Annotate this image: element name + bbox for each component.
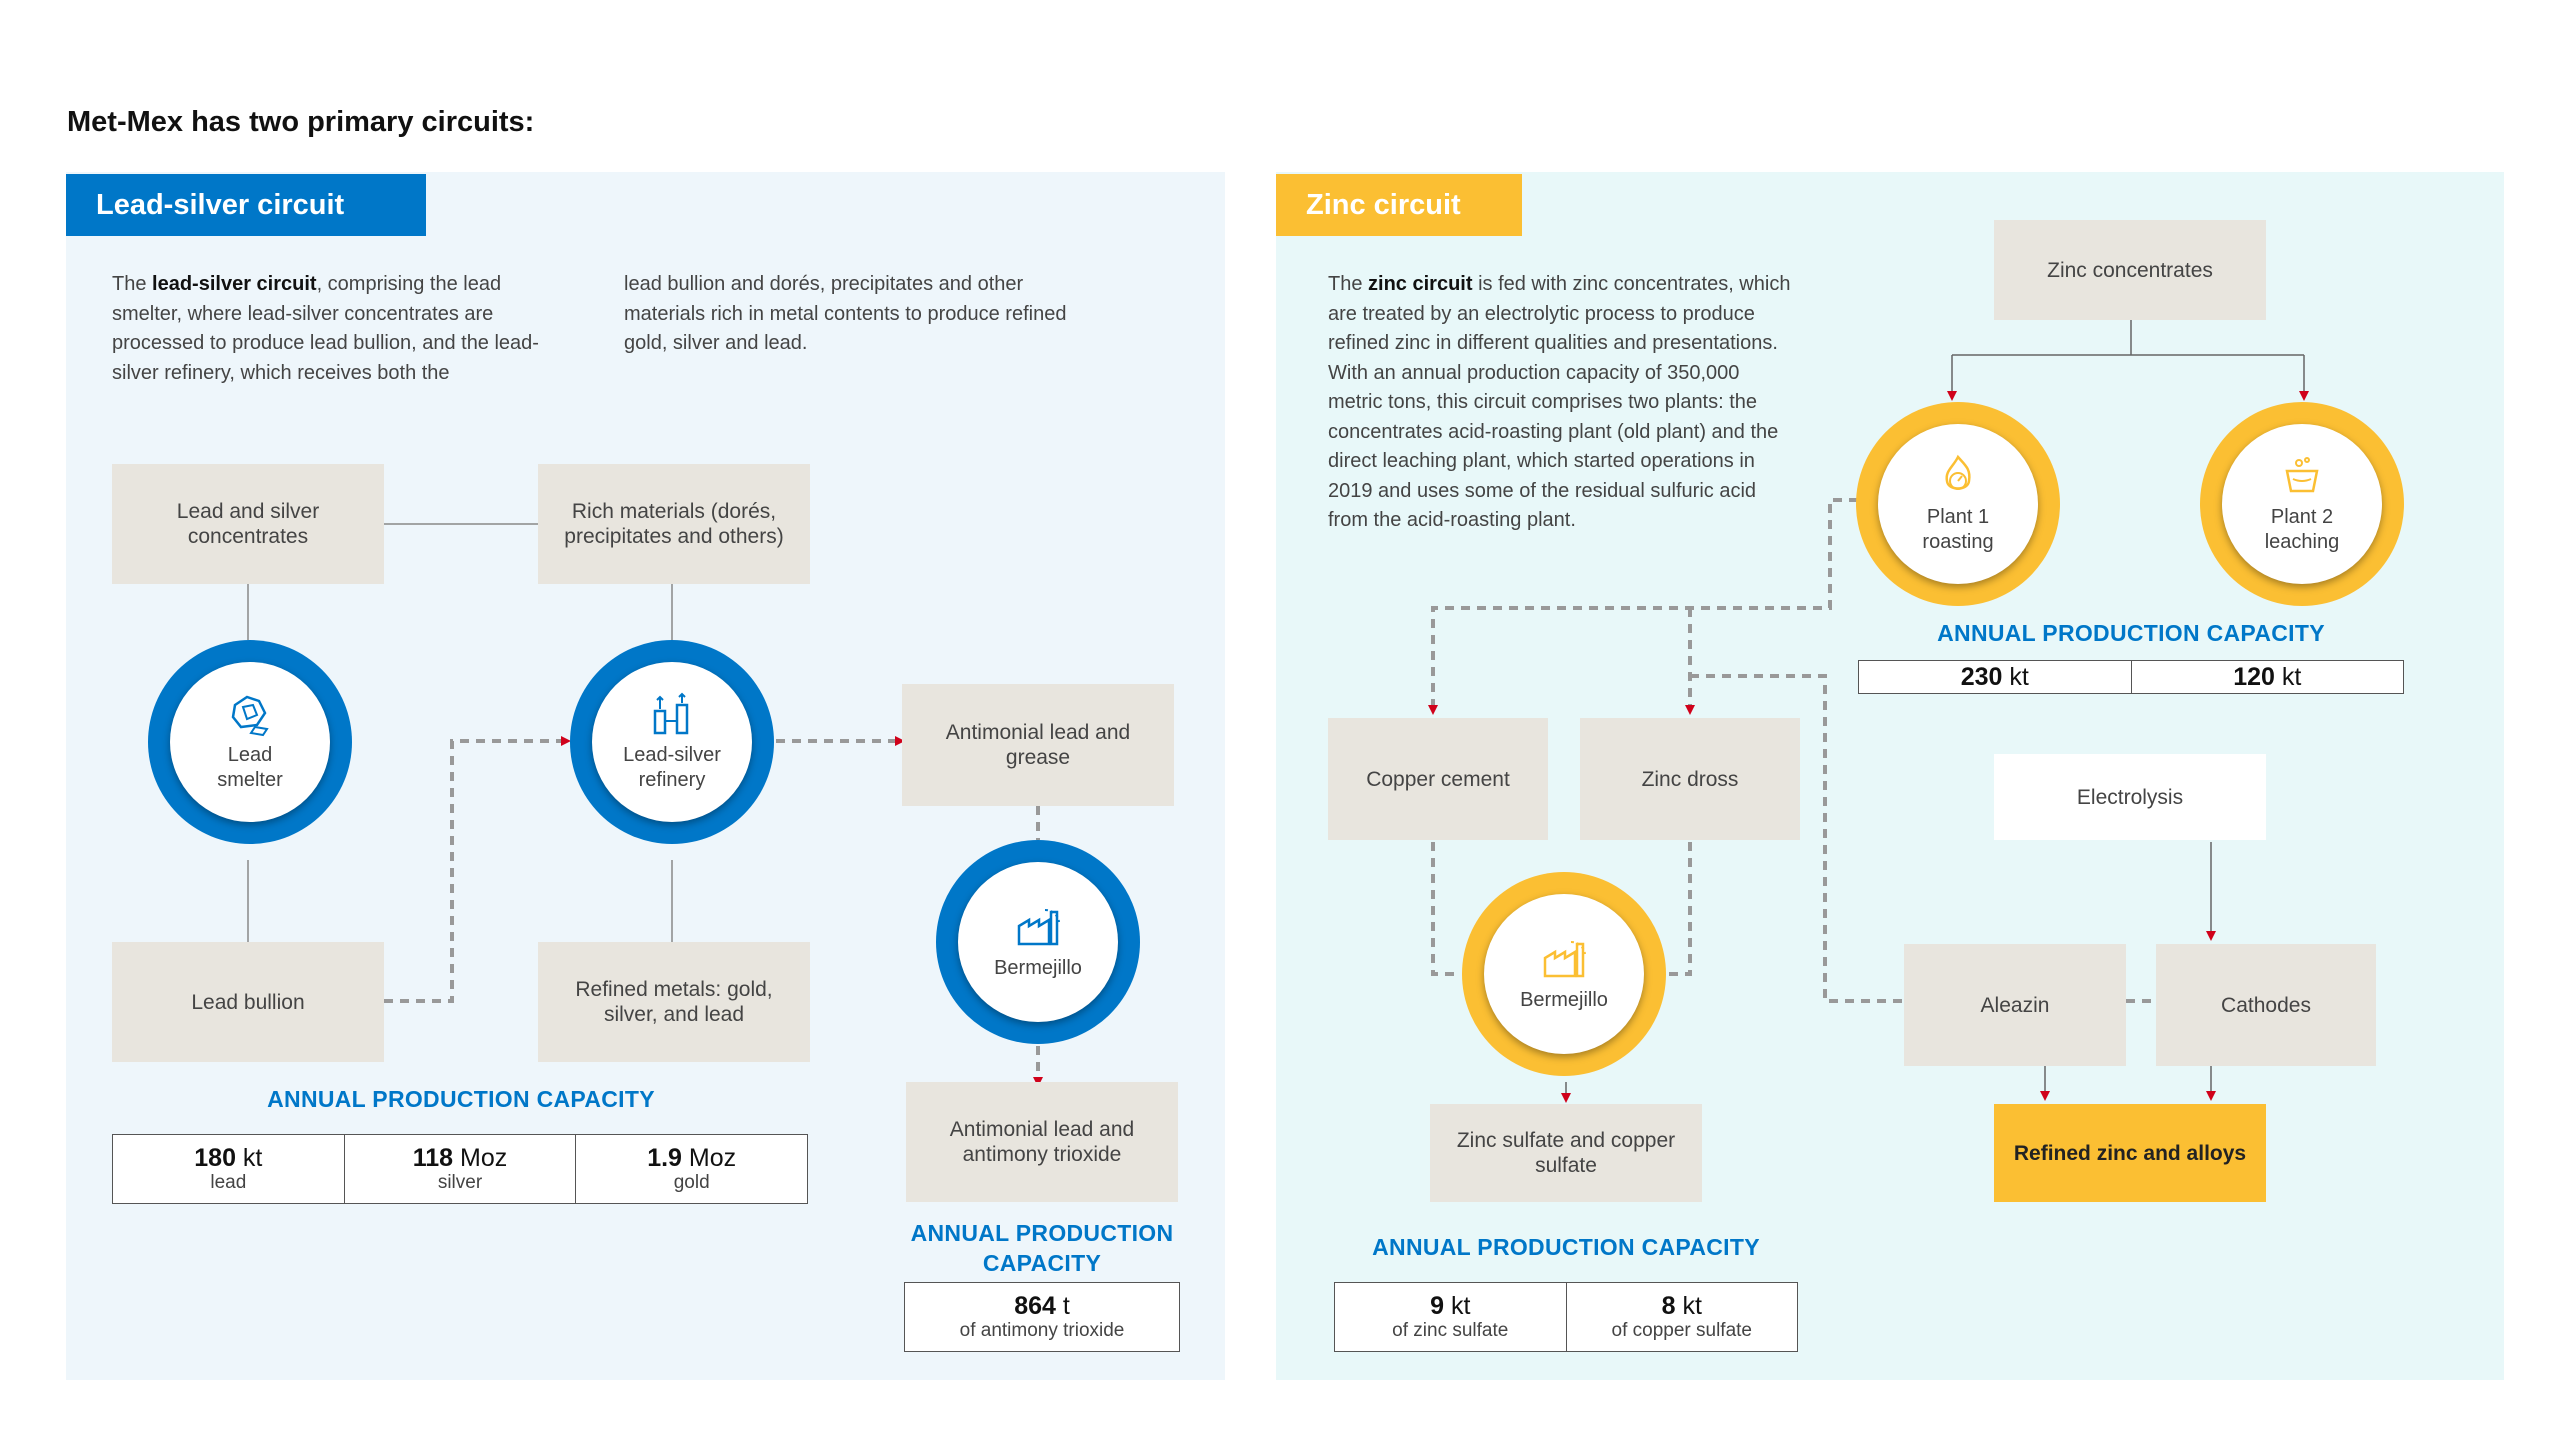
antimonial-lead-grease-box: Antimonial lead and grease	[902, 684, 1174, 806]
lead-silver-concentrates-box: Lead and silver concentrates	[112, 464, 384, 584]
lead-capacity-table: 180 kt lead 118 Moz silver 1.9 Moz gold	[112, 1134, 808, 1204]
plant1-roasting-node: Plant 1 roasting	[1856, 402, 2060, 606]
silver-capacity-cell: 118 Moz silver	[345, 1135, 577, 1203]
lead-smelter-label: Lead smelter	[217, 744, 283, 791]
plant1-label: Plant 1 roasting	[1922, 506, 1994, 553]
antimony-trioxide-box: Antimonial lead and antimony trioxide	[906, 1082, 1178, 1202]
electrolysis-box: Electrolysis	[1994, 754, 2266, 840]
lead-silver-refinery-label: Lead-silver refinery	[623, 744, 721, 791]
plants-capacity-title: ANNUAL PRODUCTION CAPACITY	[1937, 620, 2325, 646]
leaching-vessel-icon	[2285, 457, 2319, 493]
zinc-circuit-tab: Zinc circuit	[1276, 174, 1522, 236]
sulfates-box: Zinc sulfate and copper sulfate	[1430, 1104, 1702, 1202]
zinc-bermejillo-label: Bermejillo	[1520, 988, 1608, 1011]
plant2-capacity-cell: 120 kt	[2233, 663, 2302, 691]
factory-icon	[1017, 908, 1060, 945]
lead-bermejillo-node: Bermejillo	[936, 840, 1140, 1044]
lead-capacity-cell: 180 kt lead	[113, 1135, 345, 1203]
cathodes-box: Cathodes	[2156, 944, 2376, 1066]
plants-capacity-table: 230 kt 120 kt	[1858, 660, 2404, 694]
lead-silver-refinery-node: Lead-silver refinery	[570, 640, 774, 844]
copper-cement-box: Copper cement	[1328, 718, 1548, 840]
rich-materials-box: Rich materials (dorés, precipitates and …	[538, 464, 810, 584]
zinc-sulfate-capacity-cell: 9 kt of zinc sulfate	[1335, 1283, 1567, 1351]
refined-metals-box: Refined metals: gold, silver, and lead	[538, 942, 810, 1062]
lead-bermejillo-label: Bermejillo	[994, 956, 1082, 979]
lead-description-col2: lead bullion and dorés, precipitates and…	[624, 273, 1067, 354]
plant1-capacity-cell: 230 kt	[1859, 661, 2132, 693]
refinery-icon	[653, 692, 689, 735]
zinc-dross-box: Zinc dross	[1580, 718, 1800, 840]
lead-smelter-node: Lead smelter	[148, 640, 352, 844]
zinc-description: The zinc circuit is fed with zinc concen…	[1328, 273, 1791, 531]
antimony-capacity-cell: 864 t of antimony trioxide	[959, 1292, 1125, 1341]
lead-silver-circuit-tab: Lead-silver circuit	[66, 174, 426, 236]
zinc-bermejillo-node: Bermejillo	[1462, 872, 1666, 1076]
lead-description-col1: The lead-silver circuit, comprising the …	[112, 273, 539, 384]
sulfate-capacity-table: 9 kt of zinc sulfate 8 kt of copper sulf…	[1334, 1282, 1798, 1352]
aleazin-box: Aleazin	[1904, 944, 2126, 1066]
plant2-label: Plant 2 leaching	[2264, 506, 2340, 553]
factory-icon	[1543, 940, 1586, 977]
plant2-leaching-node: Plant 2 leaching	[2200, 402, 2404, 606]
refined-zinc-box: Refined zinc and alloys	[1994, 1104, 2266, 1202]
gold-capacity-cell: 1.9 Moz gold	[647, 1144, 737, 1193]
flame-gauge-icon	[1945, 454, 1971, 490]
zinc-concentrates-box: Zinc concentrates	[1994, 220, 2266, 320]
copper-sulfate-capacity-cell: 8 kt of copper sulfate	[1611, 1292, 1752, 1341]
antimony-capacity-title: ANNUAL PRODUCTION CAPACITY	[910, 1220, 1174, 1276]
ore-icon	[231, 695, 269, 737]
antimony-capacity-table: 864 t of antimony trioxide	[904, 1282, 1180, 1352]
lead-capacity-title: ANNUAL PRODUCTION CAPACITY	[267, 1086, 655, 1112]
sulfate-capacity-title: ANNUAL PRODUCTION CAPACITY	[1372, 1234, 1760, 1260]
lead-bullion-box: Lead bullion	[112, 942, 384, 1062]
page-title: Met-Mex has two primary circuits:	[67, 106, 535, 138]
